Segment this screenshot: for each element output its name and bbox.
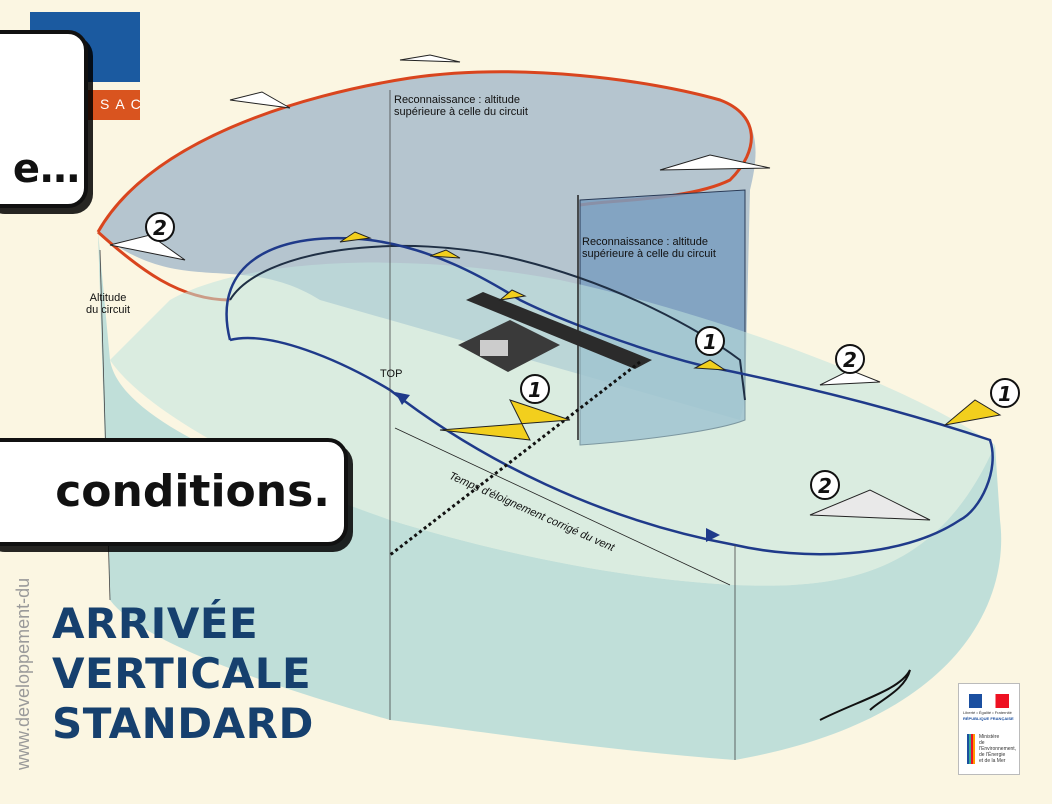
- website-text: www.developpement-du: [13, 578, 34, 770]
- title-line-2: VERTICALE: [52, 652, 311, 696]
- reco-mid-line-2: supérieure à celle du circuit: [582, 248, 716, 260]
- callout-top-text: e…: [13, 149, 80, 189]
- reco-mid-line-1: Reconnaissance : altitude: [582, 236, 716, 248]
- reco-top-line-2: supérieure à celle du circuit: [394, 106, 528, 118]
- callout-mid-text: conditions.: [55, 470, 330, 514]
- hangar: [480, 340, 508, 356]
- title-line-1: ARRIVÉE: [52, 602, 258, 646]
- dgac-logo-text: SAC: [100, 96, 147, 112]
- ministry-flag: [969, 694, 1009, 708]
- marker-1-right: 1: [990, 378, 1020, 408]
- ministry-republic: RÉPUBLIQUE FRANÇAISE: [963, 716, 1017, 721]
- reco-top-label: Reconnaissance : altitude supérieure à c…: [394, 94, 528, 118]
- marker-1-runway: 1: [695, 326, 725, 356]
- callout-top: e…: [0, 30, 88, 208]
- ministry-logo: Liberté • Égalité • Fraternité RÉPUBLIQU…: [958, 683, 1020, 775]
- marker-2-right: 2: [835, 344, 865, 374]
- reco-top-line-1: Reconnaissance : altitude: [394, 94, 528, 106]
- reco-mid-label: Reconnaissance : altitude supérieure à c…: [582, 236, 716, 260]
- ministry-text: Ministère de l'Environnement, de l'Énerg…: [979, 734, 1019, 764]
- ministry-motto: Liberté • Égalité • Fraternité: [963, 710, 1017, 715]
- ministry-text-2: de l'Environnement,: [979, 740, 1019, 752]
- title-line-3: STANDARD: [52, 702, 314, 746]
- altitude-label: Altitude du circuit: [86, 292, 130, 316]
- callout-mid: conditions.: [0, 438, 348, 546]
- altitude-line-1: Altitude: [86, 292, 130, 304]
- marker-2-bottom: 2: [810, 470, 840, 500]
- top-label: TOP: [380, 368, 402, 380]
- website-text-wrap: www.developpement-du: [14, 470, 38, 770]
- ministry-text-4: et de la Mer: [979, 758, 1019, 764]
- marker-2-left: 2: [145, 212, 175, 242]
- altitude-line-2: du circuit: [86, 304, 130, 316]
- ministry-stripes: [967, 734, 975, 764]
- marker-1-center: 1: [520, 374, 550, 404]
